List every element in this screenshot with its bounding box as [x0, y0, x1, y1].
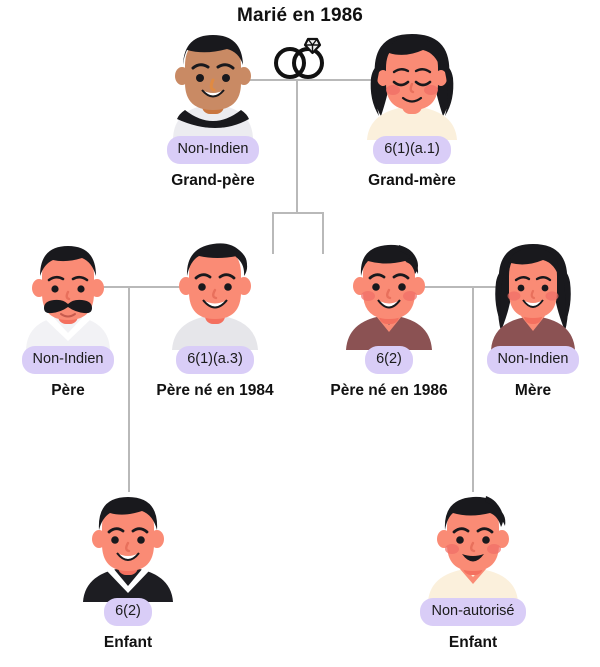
connector-left-couple-horizontal	[68, 286, 216, 288]
avatar-enfant-gauche	[53, 490, 203, 602]
badge-grand-mere: 6(1)(a.1)	[373, 136, 451, 164]
caption-pere-ne-1984: Père né en 1984	[156, 381, 274, 399]
connector-parents-bracket	[272, 212, 324, 214]
badge-mere: Non-Indien	[486, 346, 580, 374]
person-mere[interactable]: Non-Indien Mère	[458, 238, 600, 400]
connector-grandparents-horizontal	[213, 79, 385, 81]
diagram-title: Marié en 1986	[237, 5, 363, 26]
person-pere[interactable]: Non-Indien Père	[0, 238, 143, 400]
caption-pere-ne-1986: Père né en 1986	[330, 381, 448, 399]
connector-left-couple-down	[128, 286, 130, 492]
connector-grandparents-down	[296, 79, 298, 213]
avatar-mere	[458, 238, 600, 350]
person-pere-ne-1984[interactable]: 6(1)(a.3) Père né en 1984	[140, 238, 290, 400]
wedding-rings-icon	[274, 37, 324, 79]
badge-pere: Non-Indien	[21, 346, 115, 374]
caption-grand-pere: Grand-père	[171, 171, 255, 189]
caption-pere: Père	[51, 381, 85, 399]
avatar-pere-ne-1986	[314, 238, 464, 350]
avatar-pere	[0, 238, 143, 350]
person-grand-mere[interactable]: 6(1)(a.1) Grand-mère	[337, 28, 487, 190]
badge-enfant-droit: Non-autorisé	[420, 598, 526, 626]
caption-mere: Mère	[514, 381, 552, 399]
badge-grand-pere: Non-Indien	[166, 136, 260, 164]
avatar-enfant-droit	[398, 490, 548, 602]
connector-to-pere-1986	[322, 212, 324, 254]
avatar-grand-mere	[337, 28, 487, 140]
badge-pere-ne-1986: 6(2)	[365, 346, 413, 374]
avatar-grand-pere	[138, 28, 288, 140]
person-enfant-gauche[interactable]: 6(2) Enfant	[53, 490, 203, 652]
caption-enfant-gauche: Enfant	[103, 633, 153, 651]
person-enfant-droit[interactable]: Non-autorisé Enfant	[398, 490, 548, 652]
caption-enfant-droit: Enfant	[448, 633, 498, 651]
person-grand-pere[interactable]: Non-Indien Grand-père	[138, 28, 288, 190]
connector-right-couple-down	[472, 286, 474, 492]
avatar-pere-ne-1984	[140, 238, 290, 350]
caption-grand-mere: Grand-mère	[368, 171, 456, 189]
connector-right-couple-horizontal	[388, 286, 534, 288]
person-pere-ne-1986[interactable]: 6(2) Père né en 1986	[314, 238, 464, 400]
badge-enfant-gauche: 6(2)	[104, 598, 152, 626]
connector-to-pere-1984	[272, 212, 274, 254]
badge-pere-ne-1984: 6(1)(a.3)	[176, 346, 254, 374]
